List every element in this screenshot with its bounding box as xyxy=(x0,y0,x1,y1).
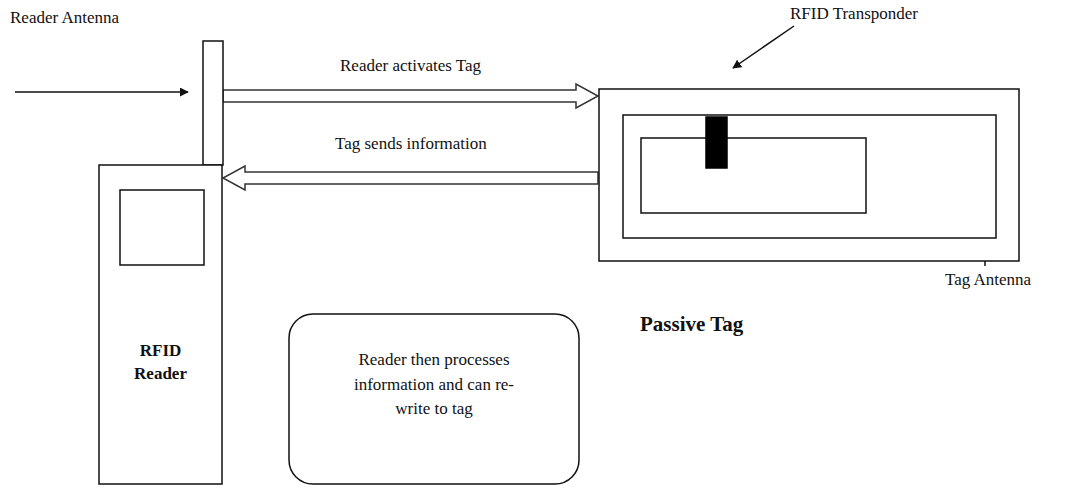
reader-screen xyxy=(120,190,204,265)
rounded-outline xyxy=(289,314,579,484)
label-text: Tag Antenna xyxy=(945,270,1031,289)
tag-heading: Passive Tag xyxy=(640,312,743,337)
arrow-caption: Reader activates Tag xyxy=(340,56,481,76)
device-name: RFID Reader xyxy=(121,340,201,386)
label-text: Reader Antenna xyxy=(10,8,119,27)
block-arrow xyxy=(223,166,598,190)
tag-inner xyxy=(641,138,866,213)
node-outline xyxy=(598,88,1020,262)
node-outline xyxy=(288,313,580,485)
rfid-transponder-chip xyxy=(706,117,727,168)
arrow-label: Tag sends information xyxy=(335,134,487,153)
part-label: Reader Antenna xyxy=(10,8,119,28)
note-box: Reader then processes information and ca… xyxy=(288,313,580,485)
leader-arrow xyxy=(733,26,794,68)
part-label: Tag Antenna xyxy=(945,270,1031,290)
passive-tag: Passive Tag xyxy=(598,88,1020,262)
arrow-label: Reader activates Tag xyxy=(340,56,481,75)
leader-arrow xyxy=(15,91,188,93)
arrow-caption: Tag sends information xyxy=(335,134,487,154)
tag-antenna-coil xyxy=(623,115,996,238)
reader-body xyxy=(99,165,222,484)
block-arrow xyxy=(223,84,598,108)
label-text: RFID Transponder xyxy=(790,4,918,23)
reader-device: RFID Reader xyxy=(98,40,223,485)
tag-outer xyxy=(599,89,1019,261)
reader-antenna xyxy=(203,41,223,165)
note-text: Reader then processes information and ca… xyxy=(339,348,529,422)
part-label: RFID Transponder xyxy=(790,4,918,24)
node-outline xyxy=(98,40,223,485)
